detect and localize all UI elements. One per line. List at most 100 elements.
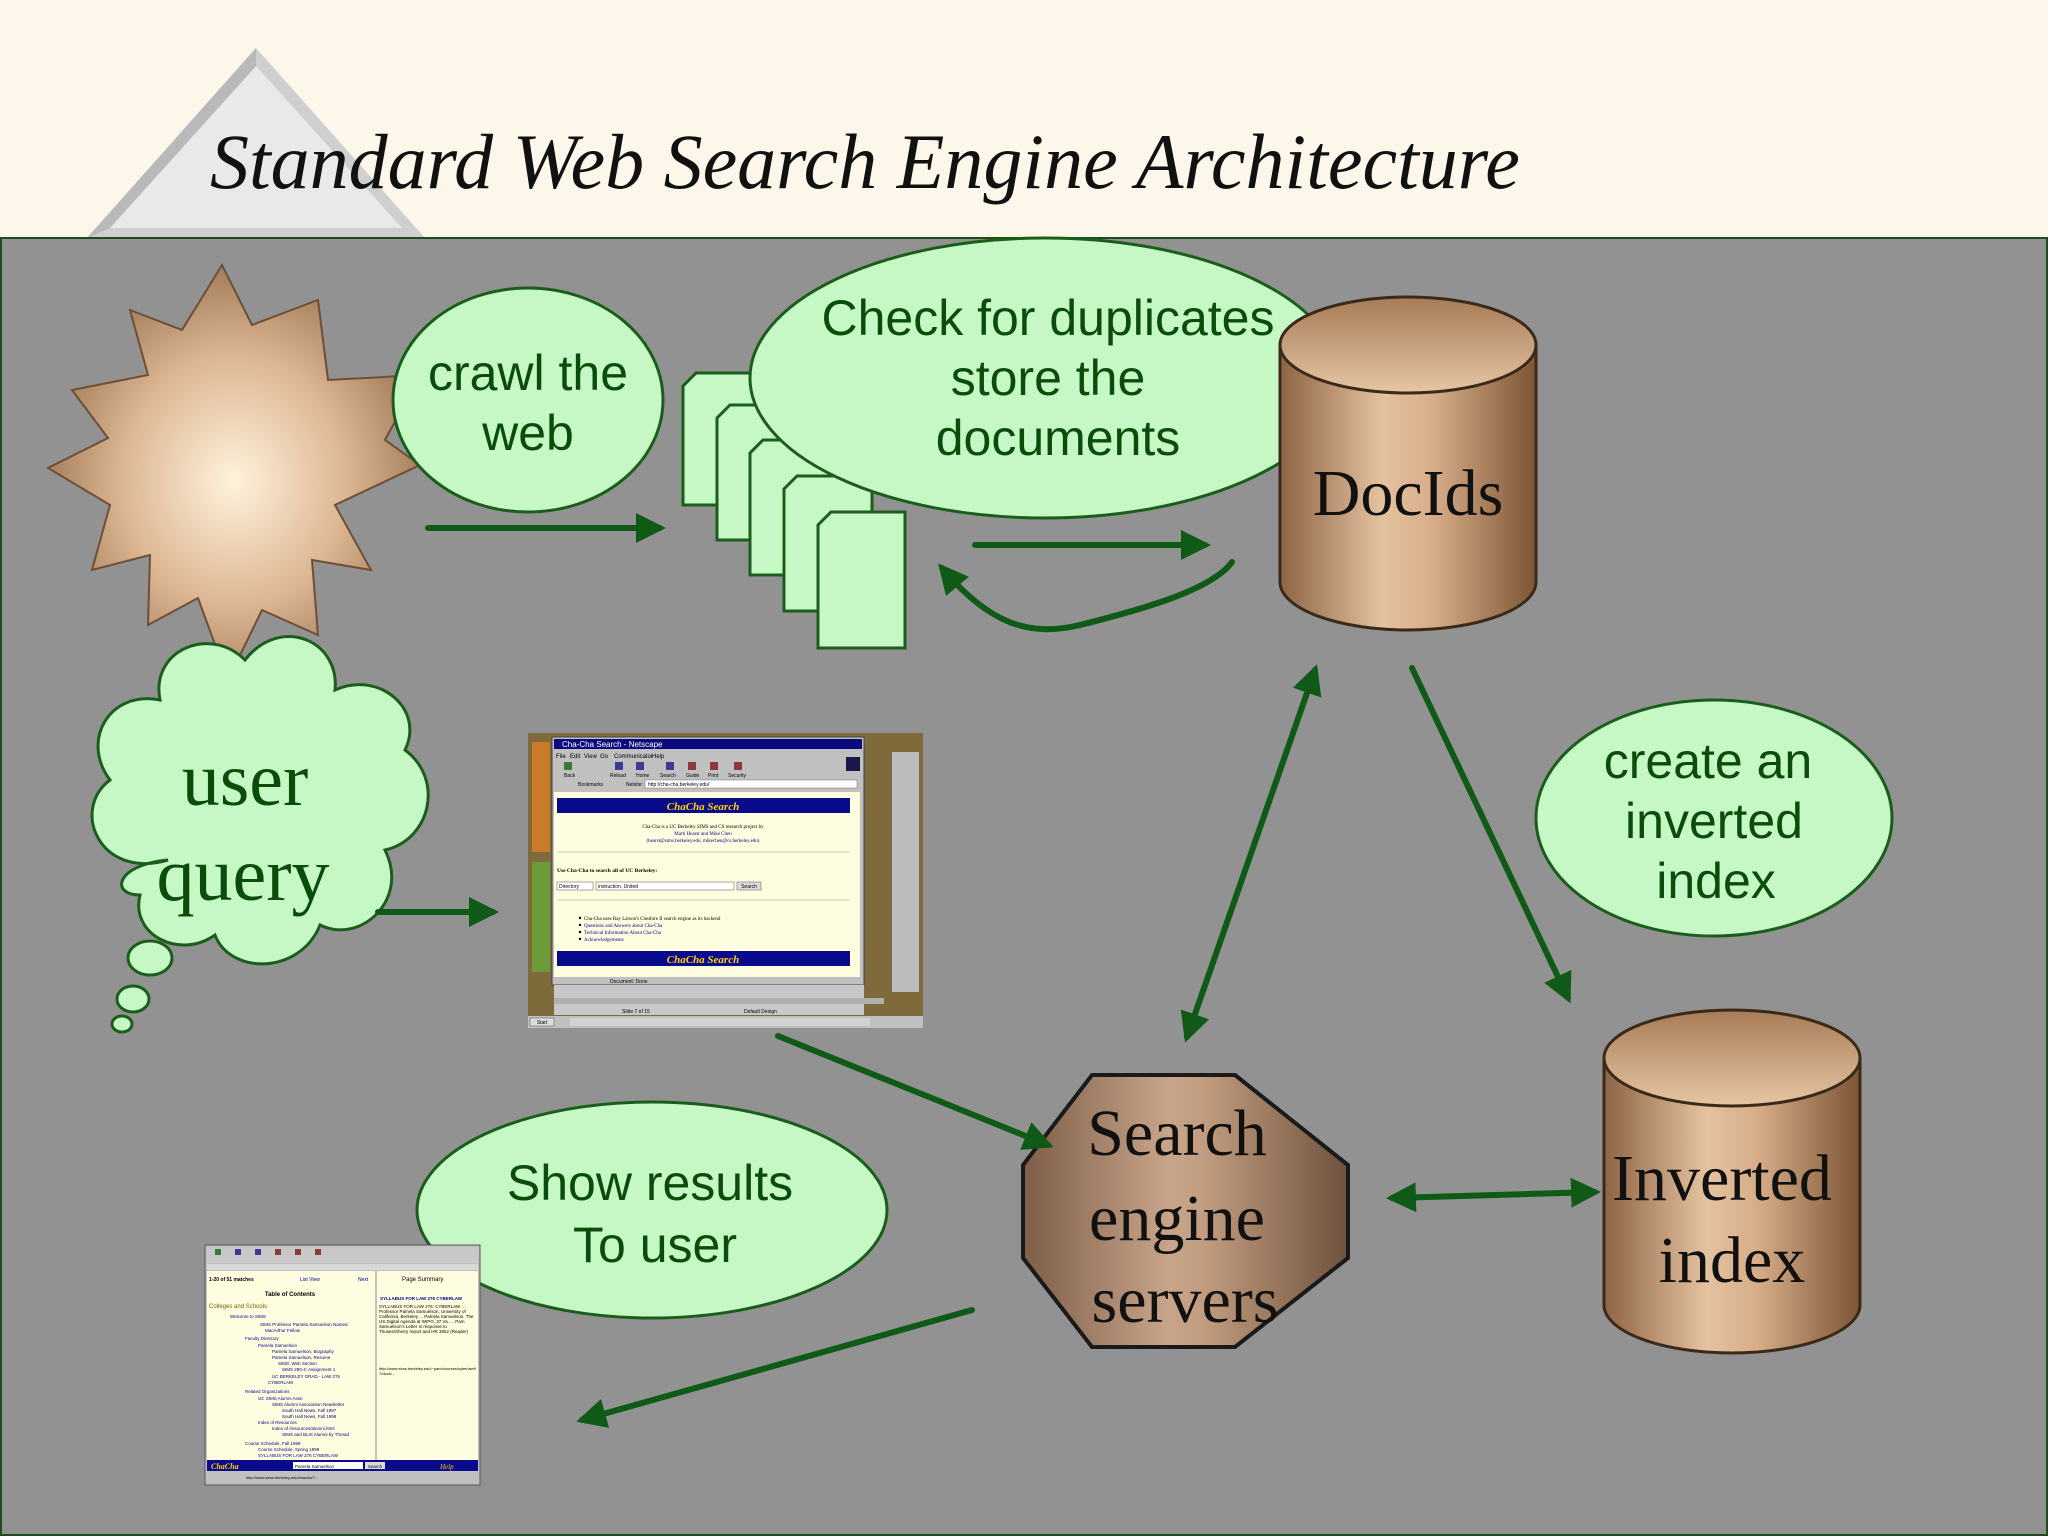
toc-heading: Table of Contents — [265, 1292, 316, 1298]
bullet-4[interactable]: Acknowledgements — [584, 938, 624, 943]
chacha-banner-bottom: ChaCha Search — [667, 954, 739, 966]
crawl-the-web-bubble: crawl the web — [391, 286, 665, 514]
query-input[interactable] — [595, 881, 735, 891]
check-duplicates-bubble: Check for duplicates store the documents — [748, 236, 1342, 520]
search-submit-label: Search — [741, 884, 757, 890]
inverted-line-3: index — [1656, 853, 1776, 909]
bookmarks-label: Bookmarks — [578, 782, 604, 788]
result-item-4[interactable]: Pamela Samuelson — [258, 1343, 298, 1348]
crawl-line-1: crawl the — [428, 345, 628, 401]
docids-label: DocIds — [1313, 457, 1504, 530]
summary-url-box: http://www.sims.berkeley.edu/~pam/course… — [379, 1366, 476, 1376]
list-view-link[interactable]: List View — [300, 1277, 320, 1283]
docids-cylinder: DocIds — [1278, 295, 1538, 632]
result-item-0[interactable]: Welcome to SIMS — [230, 1314, 266, 1319]
start-label: Start — [537, 1020, 548, 1026]
browser-toolbar — [564, 757, 860, 771]
result-item-9[interactable]: UC BERKELEY GRAD - LAW 276 — [272, 1374, 341, 1379]
search-url: http://cha-cha.berkeley.edu/ — [648, 782, 710, 788]
credit-line-2: Marti Hearst and Mike Chen — [674, 832, 732, 837]
scope-select[interactable] — [556, 881, 594, 891]
results-footer-input-value: Pamela Samuelson — [295, 1464, 335, 1469]
results-footer-input[interactable] — [293, 1462, 363, 1469]
summary-text: SYLLABUS FOR LAW 276: CYBERLAW ... Profe… — [379, 1304, 474, 1334]
search-engine-servers-octagon: Search engine servers — [1021, 1073, 1350, 1349]
page-summary-heading: Page Summary — [402, 1277, 443, 1283]
result-item-5[interactable]: Pamela Samuelson, Biography — [272, 1349, 335, 1354]
result-item-8[interactable]: SIMS 290-4: Assignment 1 — [282, 1367, 336, 1372]
crawl-line-2: web — [481, 405, 574, 461]
slide-counter: Slide 7 of 15 — [622, 1009, 650, 1015]
menu-go: Go — [600, 754, 609, 760]
toolbar-back: Back — [564, 773, 576, 779]
result-item-16[interactable]: Index of Resources — [258, 1420, 298, 1425]
results-help[interactable]: Help — [439, 1463, 454, 1471]
inverted-index-line-2: index — [1659, 1224, 1806, 1297]
bullet-1: Cha-Cha uses Ray Larson's Cheshire II se… — [584, 917, 721, 922]
chacha-banner-top: ChaCha Search — [667, 801, 739, 813]
results-section: Colleges and Schools — [209, 1304, 267, 1310]
start-button[interactable] — [529, 1017, 555, 1027]
dupes-line-1: Check for duplicates — [821, 290, 1274, 346]
results-line-1: Show results — [507, 1155, 793, 1211]
bullet-3[interactable]: Technical Information About Cha-Cha — [584, 931, 662, 936]
servers-line-2: engine — [1089, 1182, 1265, 1255]
result-item-17[interactable]: Index of /resources/alumni.html — [272, 1426, 335, 1431]
bullet-2[interactable]: Questions and Answers about Cha-Cha — [584, 924, 663, 929]
result-item-6[interactable]: Pamela Samuelson, Resume — [272, 1355, 331, 1360]
result-item-11[interactable]: Related Organizations — [245, 1389, 290, 1394]
web-starburst-icon — [45, 262, 422, 683]
results-matches: 1-20 of 51 matches — [209, 1277, 254, 1283]
show-results-bubble: Show results To user — [415, 1100, 889, 1320]
dupes-line-3: documents — [936, 410, 1181, 466]
design-label: Default Design — [744, 1009, 777, 1015]
diamond-decoration — [87, 48, 425, 238]
result-item-12[interactable]: UC SIMS Alumni Assn — [258, 1396, 303, 1401]
flow-arrows — [375, 513, 1601, 1428]
result-item-3[interactable]: Faculty Directory — [245, 1336, 280, 1341]
result-item-15[interactable]: South Hall News, Fall 1998 — [282, 1414, 337, 1419]
arrow-docids-return — [938, 559, 1235, 633]
result-item-19[interactable]: Course Schedule, Fall 1999 — [245, 1441, 301, 1446]
scope-select-value: Directory — [559, 884, 580, 890]
browser-status: Document: Done — [610, 979, 648, 985]
query-line-1: user — [182, 738, 309, 822]
next-link[interactable]: Next — [358, 1277, 369, 1283]
chacha-search-screenshot: Cha-Cha Search - Netscape File Edit View… — [528, 733, 923, 1028]
dupes-line-2: store the — [951, 350, 1146, 406]
toolbar-search: Search — [660, 773, 676, 779]
result-item-18[interactable]: SIMS and BLIS Alumni by Thread — [282, 1432, 349, 1437]
inverted-index-cylinder: Inverted index — [1602, 1008, 1862, 1355]
user-query-cloud: user query — [90, 635, 430, 1034]
chacha-results-screenshot: 1-20 of 51 matches List View Next Page S… — [204, 1244, 481, 1486]
result-item-1[interactable]: SIMS Professor Pamela Samuelson Named — [260, 1322, 348, 1327]
results-search-label: Search — [368, 1464, 383, 1469]
result-item-20[interactable]: Course Schedule, Spring 1999 — [258, 1447, 320, 1452]
results-banner: ChaCha — [211, 1462, 239, 1471]
search-submit-button[interactable] — [736, 881, 762, 891]
inverted-line-1: create an — [1604, 733, 1812, 789]
menu-edit: Edit — [570, 754, 581, 760]
results-status-url: http://www.sims.berkeley.edu/chacha/?... — [246, 1475, 318, 1480]
result-item-14[interactable]: South Hall News, Fall 1997 — [282, 1408, 337, 1413]
result-item-10[interactable]: CYBERLAW — [268, 1380, 294, 1385]
results-search-button[interactable] — [365, 1462, 385, 1469]
search-window-title: Cha-Cha Search - Netscape — [562, 740, 663, 749]
arrow-docids-to-inverted — [1409, 665, 1572, 1004]
toolbar-reload: Reload — [610, 773, 626, 779]
credit-line-3: (hearst@sims.berkeley.edu, mikechen@cs.b… — [647, 839, 760, 844]
summary-title[interactable]: SYLLABUS FOR LAW 276 CYBERLAW — [380, 1296, 463, 1301]
query-line-2: query — [156, 833, 329, 917]
servers-line-3: servers — [1092, 1264, 1279, 1337]
arrow-servers-to-results — [576, 1307, 975, 1428]
search-prompt: Use Cha-Cha to search all of UC Berkeley… — [557, 868, 657, 874]
results-line-2: To user — [573, 1217, 737, 1273]
arrow-browser-to-servers — [775, 1033, 1054, 1150]
arrow-servers-inverted — [1386, 1177, 1601, 1213]
result-item-21[interactable]: SYLLABUS FOR LAW 276 CYBERLAW — [258, 1453, 339, 1458]
result-item-13[interactable]: SIMS Alumni Association Newsletter — [272, 1402, 345, 1407]
result-item-7[interactable]: SIMS: Web Section — [278, 1361, 317, 1366]
menu-help: Help — [652, 754, 665, 760]
result-item-2[interactable]: MacArthur Fellow — [265, 1328, 301, 1333]
